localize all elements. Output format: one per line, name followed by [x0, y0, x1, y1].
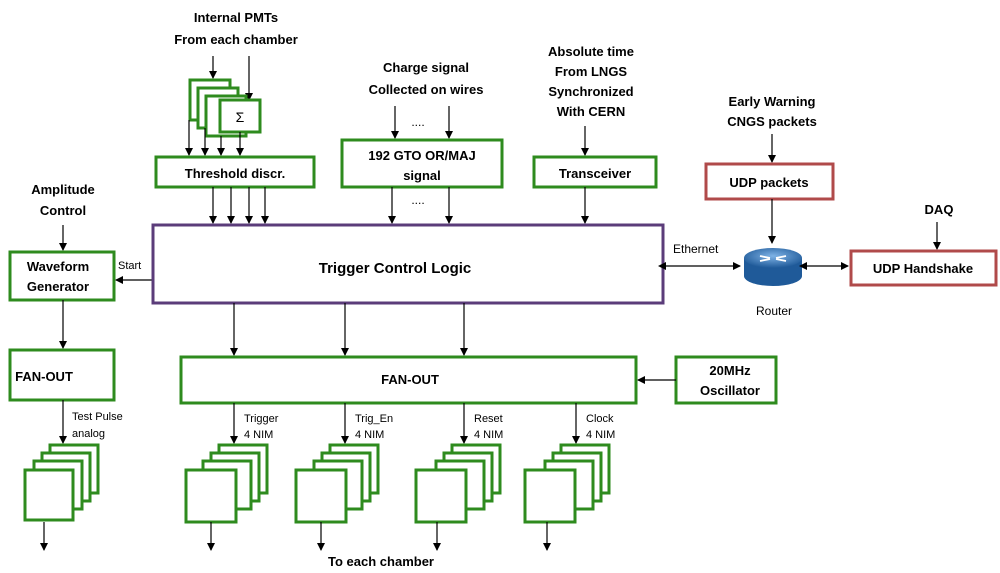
daq-label: DAQ [925, 202, 954, 217]
test-pulse-label: Test Pulse [72, 411, 123, 423]
udp-packets-label: UDP packets [729, 175, 808, 190]
fanout-left-box [8, 348, 116, 402]
start-label: Start [118, 260, 141, 272]
reset-module-stack [414, 443, 502, 524]
sigma-box [218, 98, 262, 134]
trigger-control-logic-box [151, 223, 665, 305]
fanout-left-label: FAN-OUT [15, 369, 73, 384]
to-each-chamber-label: To each chamber [328, 554, 434, 569]
early-warning-label: Early Warning [729, 94, 816, 109]
absolute-time-label: Absolute time [548, 44, 634, 59]
from-each-chamber-label: From each chamber [174, 32, 298, 47]
reset-label: Reset [474, 413, 503, 425]
with-cern-label: With CERN [557, 104, 626, 119]
clock-nim-label: 4 NIM [586, 429, 615, 441]
reset-nim-label: 4 NIM [474, 429, 503, 441]
test-pulse-module-stack [23, 443, 100, 522]
internal-pmts-label: Internal PMTs [194, 10, 278, 25]
generator-label: Generator [27, 279, 89, 294]
sigma-symbol: Σ [236, 109, 245, 125]
trigger-control-logic-label: Trigger Control Logic [319, 260, 472, 277]
udp-handshake-box [849, 249, 998, 287]
analog-label: analog [72, 428, 105, 440]
router-label: Router [756, 304, 792, 318]
osc-line1: 20MHz [709, 363, 751, 378]
synchronized-label: Synchronized [548, 84, 633, 99]
transceiver-label: Transceiver [559, 166, 631, 181]
waveform-generator-box [8, 250, 116, 302]
threshold-discr-label: Threshold discr. [185, 166, 285, 181]
trigger-nim-label: 4 NIM [244, 429, 273, 441]
clock-module-stack [523, 443, 611, 524]
udp-packets-box [704, 162, 835, 201]
charge-signal-label: Charge signal [383, 60, 469, 75]
trig-en-nim-label: 4 NIM [355, 429, 384, 441]
waveform-label: Waveform [27, 259, 89, 274]
fanout-main-label: FAN-OUT [381, 372, 439, 387]
udp-handshake-label: UDP Handshake [873, 261, 973, 276]
threshold-discr-box [154, 155, 316, 189]
trigger-module-stack [184, 443, 269, 524]
control-label: Control [40, 203, 86, 218]
osc-line2: Oscillator [700, 383, 760, 398]
wires-dots-bottom: .... [411, 193, 424, 207]
wires-dots-top: .... [411, 115, 424, 129]
gto-or-maj-box [340, 138, 504, 189]
fanout-main-box [179, 355, 638, 405]
from-lngs-label: From LNGS [555, 64, 628, 79]
gto-line1: 192 GTO OR/MAJ [368, 148, 475, 163]
amplitude-label: Amplitude [31, 182, 95, 197]
transceiver-box [532, 155, 658, 189]
trig-en-module-stack [294, 443, 380, 524]
clock-label: Clock [586, 413, 614, 425]
collected-on-wires-label: Collected on wires [369, 82, 484, 97]
gto-line2: signal [403, 168, 441, 183]
trig-en-label: Trig_En [355, 413, 393, 425]
router-icon [744, 248, 802, 286]
ethernet-label: Ethernet [673, 242, 719, 256]
trigger-label: Trigger [244, 413, 279, 425]
cngs-packets-label: CNGS packets [727, 114, 817, 129]
